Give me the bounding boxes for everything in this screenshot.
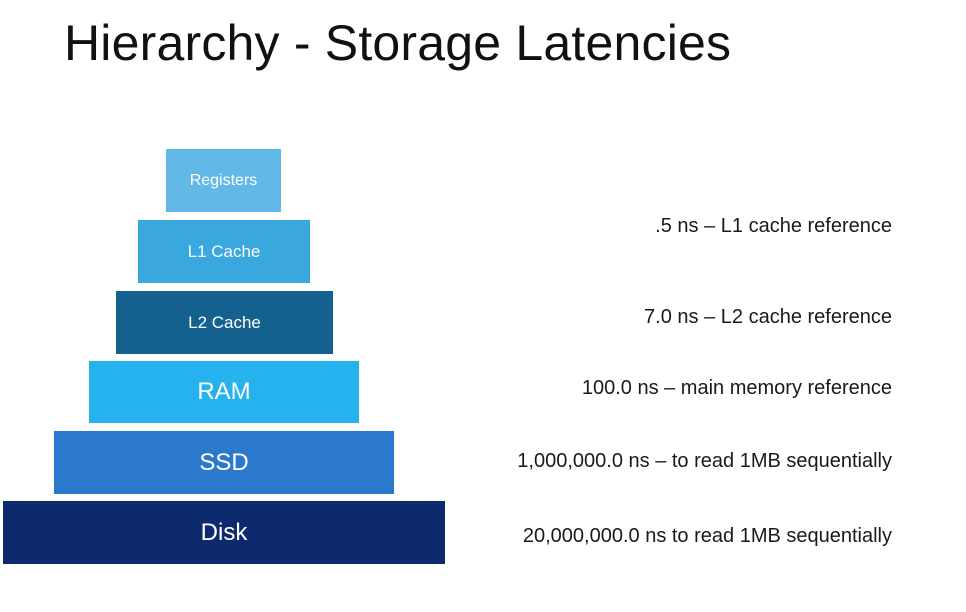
latency-l1-cache: .5 ns – L1 cache reference (655, 215, 892, 237)
tier-disk: Disk (3, 501, 445, 564)
tier-registers: Registers (166, 149, 281, 212)
tier-ssd: SSD (54, 431, 394, 494)
tier-ram: RAM (89, 361, 359, 423)
slide-title: Hierarchy - Storage Latencies (64, 15, 732, 71)
latency-l2-cache: 7.0 ns – L2 cache reference (644, 306, 892, 328)
tier-l1-cache: L1 Cache (138, 220, 310, 283)
latency-disk: 20,000,000.0 ns to read 1MB sequentially (522, 525, 892, 547)
latency-ram: 100.0 ns – main memory reference (581, 377, 892, 399)
latency-ssd: 1,000,000.0 ns – to read 1MB sequentiall… (517, 450, 892, 472)
tier-l2-cache: L2 Cache (116, 291, 333, 354)
